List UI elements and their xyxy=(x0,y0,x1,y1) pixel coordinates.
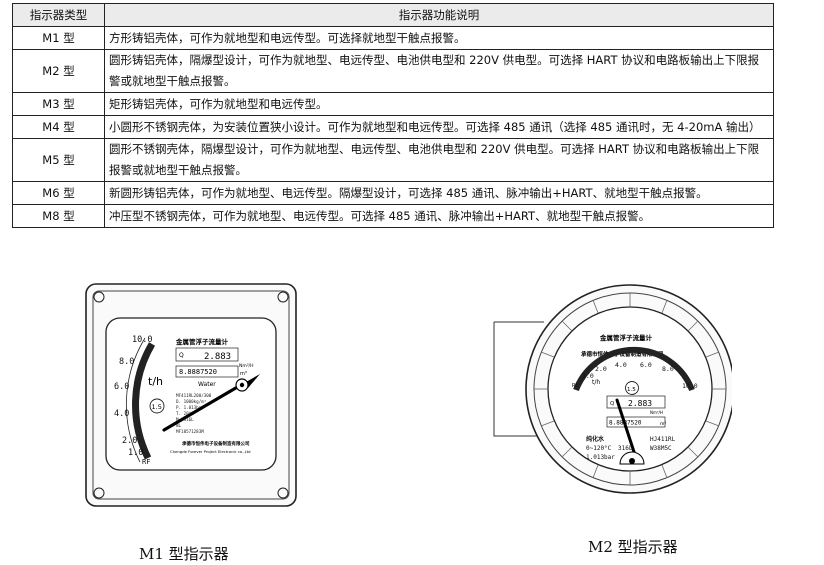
m2-scale-label: 10.0 xyxy=(682,382,698,390)
m2-q-value: 2.883 xyxy=(628,399,652,408)
m2-total-display xyxy=(606,416,666,428)
m1-medium-label: Water xyxy=(198,381,216,388)
table-row: M1 型 方形铸铝壳体，可作为就地型和电远传型。可选择就地型干触点报警。 xyxy=(12,26,774,50)
m1-scale-arc xyxy=(132,342,156,460)
table-header-row: 指示器类型 指示器功能说明 xyxy=(12,3,774,27)
m1-spec-line: P. 1.013bar xyxy=(176,405,204,410)
m1-spec-line: T. 20°C xyxy=(176,411,194,416)
m1-rf-label: RF xyxy=(142,458,150,466)
cell-type: M4 型 xyxy=(12,115,105,139)
m2-bezel-segments xyxy=(534,293,726,485)
m1-pointer-needle xyxy=(162,380,248,432)
m1-unit-label: t/h xyxy=(148,375,163,388)
screw-icon xyxy=(277,291,289,303)
m2-scale-label: 1.0 xyxy=(582,372,594,380)
header-description: 指示器功能说明 xyxy=(104,3,774,27)
m1-spec-line: D. 1000kg/m³ xyxy=(176,399,206,404)
m2-q-unit: Nm³/H xyxy=(650,410,663,415)
m1-q-unit: Nm³/H xyxy=(239,363,253,369)
header-type: 指示器类型 xyxy=(12,3,105,27)
cell-type: M5 型 xyxy=(12,138,105,182)
m2-medium: 纯化水 xyxy=(586,435,605,443)
m1-caption: M1 型指示器 xyxy=(139,545,229,563)
m2-rf-label: RF xyxy=(572,383,579,389)
m1-scale-label: 2.0 xyxy=(122,436,137,446)
cell-desc: 矩形铸铝壳体，可作为就地型和电远传型。 xyxy=(104,92,774,116)
m2-serial: W38M5C xyxy=(650,445,672,452)
m1-scale-label: 4.0 xyxy=(114,409,129,419)
m2-dial-title: 金属管浮子流量计 xyxy=(599,333,653,342)
m1-flow-display xyxy=(175,347,239,362)
m2-scale-label: 8.0 xyxy=(662,365,674,373)
cell-type: M2 型 xyxy=(12,49,105,93)
m1-total-display xyxy=(175,365,239,378)
m2-scale-label: 2.0 xyxy=(595,365,607,373)
cell-desc: 新圆形铸铝壳体，可作为就地型、电远传型。隔爆型设计，可选择 485 通讯、脉冲输… xyxy=(104,181,774,205)
m1-q-label: Q xyxy=(179,352,184,359)
screw-icon xyxy=(93,291,105,303)
m1-spec-line: NL xyxy=(176,423,182,428)
m2-material: 316L xyxy=(618,445,633,452)
m1-accuracy-badge xyxy=(149,398,165,414)
m1-dial-title: 金属管浮子流量计 xyxy=(175,337,229,346)
indicator-spec-table: 指示器类型 指示器功能说明 M1 型 方形铸铝壳体，可作为就地型和电远传型。可选… xyxy=(12,3,774,228)
m1-total-unit: m³ xyxy=(240,371,247,377)
m2-caption: M2 型指示器 xyxy=(588,538,678,556)
table-row: M5 型 圆形不锈钢壳体，隔爆型设计，可作为就地型、电远传型、电池供电型和 22… xyxy=(12,138,774,182)
m2-scale-label: 4.0 xyxy=(615,361,627,369)
m2-scale-arc xyxy=(573,346,695,392)
m2-q-label: Q xyxy=(610,401,615,407)
m2-indicator-drawing: 金属管浮子流量计 承德市恒伟电子设备制造有限公司 1.0 2.0 4.0 6.0… xyxy=(493,284,732,494)
cell-desc: 圆形铸铝壳体，隔爆型设计，可作为就地型、电远传型、电池供电型和 220V 供电型… xyxy=(104,49,774,93)
m1-manufacturer: 承德市恒伟电子设备制造有限公司 xyxy=(182,440,250,447)
table-row: M8 型 冲压型不锈钢壳体，可作为就地型、电远传型。可选择 485 通讯、脉冲输… xyxy=(12,204,774,228)
m2-temperature: 0~120°C xyxy=(586,445,612,452)
m2-model: HJ411RL xyxy=(650,436,676,443)
m1-total-value: 8.8887520 xyxy=(179,368,217,376)
m1-scale-label: 10.0 xyxy=(132,335,152,345)
table-row: M6 型 新圆形铸铝壳体，可作为就地型、电远传型。隔爆型设计，可选择 485 通… xyxy=(12,181,774,205)
m2-scale-label: 6.0 xyxy=(640,361,652,369)
screw-icon xyxy=(277,487,289,499)
table-row: M4 型 小圆形不锈钢壳体，为安装位置狭小设计。可作为就地型和电远传型。可选择 … xyxy=(12,115,774,139)
cell-type: M6 型 xyxy=(12,181,105,205)
m2-pointer-needle xyxy=(615,398,638,460)
m2-total-unit: m³ xyxy=(660,421,666,427)
m2-accuracy-badge xyxy=(625,381,639,395)
m2-pressure: 1.013bar xyxy=(586,454,615,461)
m1-scale-label: 8.0 xyxy=(119,357,134,367)
m1-scale-label: 6.0 xyxy=(114,382,129,392)
m1-spec-line: MF411RL200/300 xyxy=(176,393,212,398)
m1-scale-label: 1.0 xyxy=(128,448,143,458)
m2-unit-label: t/h xyxy=(592,379,600,386)
m2-accuracy-label: 1.5 xyxy=(627,387,636,393)
table-row: M3 型 矩形铸铝壳体，可作为就地型和电远传型。 xyxy=(12,92,774,116)
screw-icon xyxy=(93,487,105,499)
m1-spec-line: MF18571283M xyxy=(176,429,204,434)
cell-type: M8 型 xyxy=(12,204,105,228)
cell-desc: 小圆形不锈钢壳体，为安装位置狭小设计。可作为就地型和电远传型。可选择 485 通… xyxy=(104,115,774,139)
cell-type: M3 型 xyxy=(12,92,105,116)
m1-accuracy-label: 1.5 xyxy=(152,403,162,411)
m1-q-value: 2.883 xyxy=(204,352,231,362)
table-row: M2 型 圆形铸铝壳体，隔爆型设计，可作为就地型、电远传型、电池供电型和 220… xyxy=(12,49,774,93)
cell-type: M1 型 xyxy=(12,26,105,50)
cell-desc: 冲压型不锈钢壳体，可作为就地型、电远传型。可选择 485 通讯、脉冲输出+HAR… xyxy=(104,204,774,228)
m1-manufacturer-en: Chengde Forever Project Electronic co.,L… xyxy=(170,449,251,454)
m2-flow-display xyxy=(606,395,666,409)
m1-indicator-drawing: 10.0 8.0 6.0 4.0 2.0 1.0 RF t/h 1.5 金属管浮… xyxy=(85,283,297,507)
cell-desc: 圆形不锈钢壳体，隔爆型设计，可作为就地型、电远传型、电池供电型和 220V 供电… xyxy=(104,138,774,182)
cell-desc: 方形铸铝壳体，可作为就地型和电远传型。可选择就地型干触点报警。 xyxy=(104,26,774,50)
